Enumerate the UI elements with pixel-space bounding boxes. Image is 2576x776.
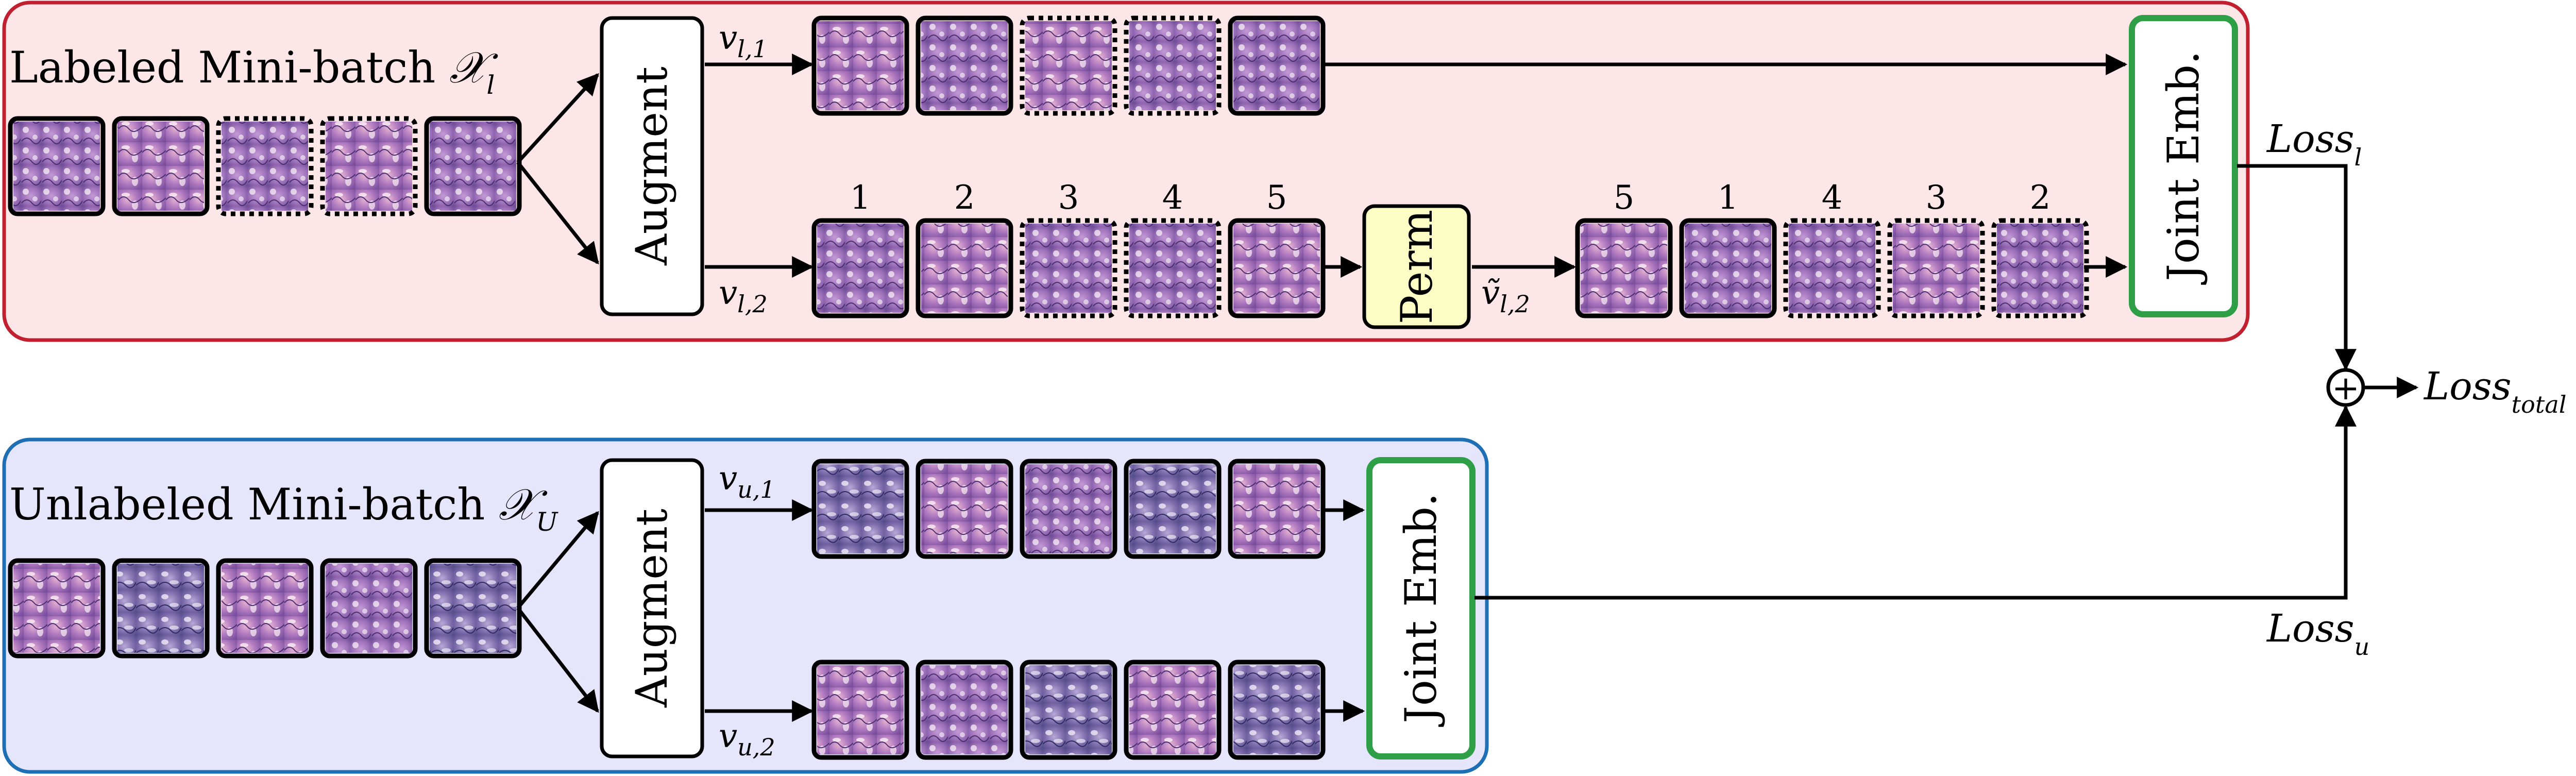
- tile-labeled-input: [216, 116, 314, 216]
- tile-permuted: [1783, 218, 1881, 318]
- tile-vl1: [1020, 15, 1117, 116]
- tile-unlabeled-input: [8, 558, 106, 659]
- labeled-title: Labeled Mini-batch 𝒳l: [9, 42, 498, 100]
- tile-labeled-input: [320, 116, 418, 216]
- view-label-vu2: vu,2: [719, 717, 775, 761]
- joint-emb-label-unlabeled: Joint Emb.: [1396, 493, 1446, 727]
- tile-number-permuted: 2: [2030, 179, 2051, 217]
- tile-vl2: [1228, 218, 1326, 318]
- tile-number-permuted: 5: [1614, 179, 1635, 217]
- arrow-labeled-to-augment-top: [516, 73, 599, 164]
- tile-unlabeled-input: [320, 558, 418, 659]
- tile-vu1: [811, 459, 909, 559]
- tile-number-permuted: 4: [1822, 179, 1843, 217]
- number-layer: 1 2 3 4 5 5 1 4 3 2: [850, 179, 2051, 217]
- tile-number-vl2: 1: [850, 179, 871, 217]
- view-label-permuted: ṽl,2: [1481, 274, 1530, 318]
- joint-emb-block-labeled: Joint Emb.: [2129, 15, 2238, 317]
- tile-vu2: [916, 660, 1013, 760]
- tile-number-vl2: 4: [1162, 179, 1183, 217]
- tile-vu2: [1228, 660, 1326, 760]
- tile-labeled-input: [424, 116, 522, 216]
- tile-vu2: [1124, 660, 1222, 760]
- tile-permuted: [1679, 218, 1777, 318]
- tile-labeled-input: [8, 116, 106, 216]
- tile-unlabeled-input: [424, 558, 522, 659]
- arrow-loss-l: [2237, 164, 2357, 371]
- tile-vl1: [1124, 15, 1222, 116]
- tile-permuted: [1575, 218, 1673, 318]
- tile-unlabeled-input: [112, 558, 210, 659]
- unlabeled-title: Unlabeled Mini-batch 𝒳U: [9, 479, 558, 537]
- arrow-unlabeled-to-augment-top: [516, 511, 599, 610]
- tile-unlabeled-input: [216, 558, 314, 659]
- tile-number-vl2: 3: [1058, 179, 1079, 217]
- arrow-loss-u: [1475, 404, 2357, 600]
- joint-emb-block-unlabeled: Joint Emb.: [1366, 457, 1476, 760]
- arrow-labeled-to-augment-bottom: [516, 161, 599, 265]
- loss-label-l: Lossl: [2266, 117, 2362, 171]
- tile-permuted: [1887, 218, 1985, 318]
- tile-vu1: [916, 459, 1013, 559]
- tile-layer: [8, 15, 2089, 760]
- arrows: [516, 54, 2419, 722]
- view-label-vl2: vl,2: [719, 274, 768, 318]
- tile-vl2: [811, 218, 909, 318]
- sum-node: +: [2326, 368, 2365, 408]
- view-label-vu1: vu,1: [719, 460, 775, 503]
- tile-vl2: [1020, 218, 1117, 318]
- tile-vu1: [1020, 459, 1117, 559]
- tile-permuted: [1991, 218, 2089, 318]
- arrow-unlabeled-to-augment-bottom: [516, 606, 599, 713]
- sum-symbol: +: [2332, 369, 2360, 408]
- tile-number-vl2: 2: [954, 179, 975, 217]
- view-label-vl1: vl,1: [719, 19, 768, 63]
- tile-number-permuted: 1: [1718, 179, 1739, 217]
- tile-number-vl2: 5: [1266, 179, 1287, 217]
- perm-block: Perm: [1362, 204, 1471, 329]
- augment-label-labeled: Augment: [626, 66, 677, 266]
- tile-vl1: [811, 15, 909, 116]
- perm-label: Perm: [1392, 210, 1442, 324]
- joint-emb-label-labeled: Joint Emb.: [2158, 50, 2209, 285]
- loss-label-total: Losstotal: [2423, 364, 2566, 418]
- tile-vu1: [1124, 459, 1222, 559]
- tile-number-permuted: 3: [1926, 179, 1947, 217]
- loss-label-u: Lossu: [2266, 606, 2369, 661]
- tile-vl1: [916, 15, 1013, 116]
- tile-vu2: [811, 660, 909, 760]
- tile-vu2: [1020, 660, 1117, 760]
- tile-vu1: [1228, 459, 1326, 559]
- tile-vl1: [1228, 15, 1326, 116]
- tile-vl2: [916, 218, 1013, 318]
- tile-vl2: [1124, 218, 1222, 318]
- augment-label-unlabeled: Augment: [626, 509, 677, 708]
- augment-block-unlabeled: Augment: [600, 458, 704, 758]
- augment-block-labeled: Augment: [600, 16, 704, 316]
- tile-labeled-input: [112, 116, 210, 216]
